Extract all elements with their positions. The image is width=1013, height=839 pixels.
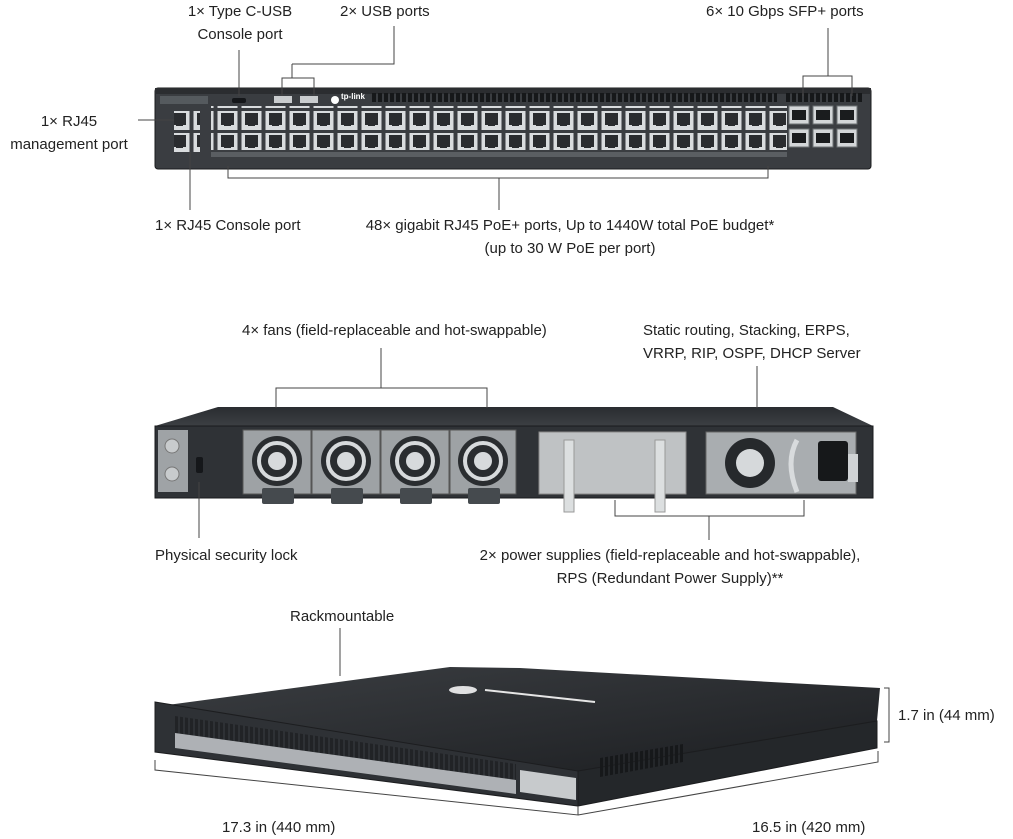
power-supplies-label: 2× power supplies (field-replaceable and… bbox=[479, 547, 861, 587]
dimension-lines bbox=[154, 628, 890, 816]
height-dimension-label: 1.7 in (44 mm) bbox=[898, 707, 995, 724]
type-c-console-label: 1× Type C-USB Console port bbox=[187, 3, 293, 43]
isometric-switch bbox=[154, 667, 880, 807]
rj45-console-label: 1× RJ45 Console port bbox=[155, 217, 301, 234]
depth-dimension-label: 16.5 in (420 mm) bbox=[752, 819, 866, 836]
usb-ports-label: 2× USB ports bbox=[340, 3, 430, 20]
management-port-label: 1× RJ45 management port bbox=[10, 113, 128, 153]
front-panel-switch bbox=[154, 87, 872, 170]
rear-panel-switch bbox=[154, 407, 874, 513]
rear-leader-lines bbox=[198, 348, 805, 540]
security-lock-label: Physical security lock bbox=[155, 547, 298, 564]
fan-modules bbox=[242, 429, 517, 504]
poe-ports-label: 48× gigabit RJ45 PoE+ ports, Up to 1440W… bbox=[365, 217, 775, 257]
front-leader-lines bbox=[138, 26, 853, 210]
brand-logo-text: tp-link bbox=[341, 92, 365, 101]
rackmountable-label: Rackmountable bbox=[290, 608, 395, 625]
fans-label: 4× fans (field-replaceable and hot-swapp… bbox=[242, 322, 547, 339]
features-label: Static routing, Stacking, ERPS, VRRP, RI… bbox=[643, 322, 861, 362]
sfp-ports-label: 6× 10 Gbps SFP+ ports bbox=[706, 3, 864, 20]
width-dimension-label: 17.3 in (440 mm) bbox=[222, 819, 336, 836]
